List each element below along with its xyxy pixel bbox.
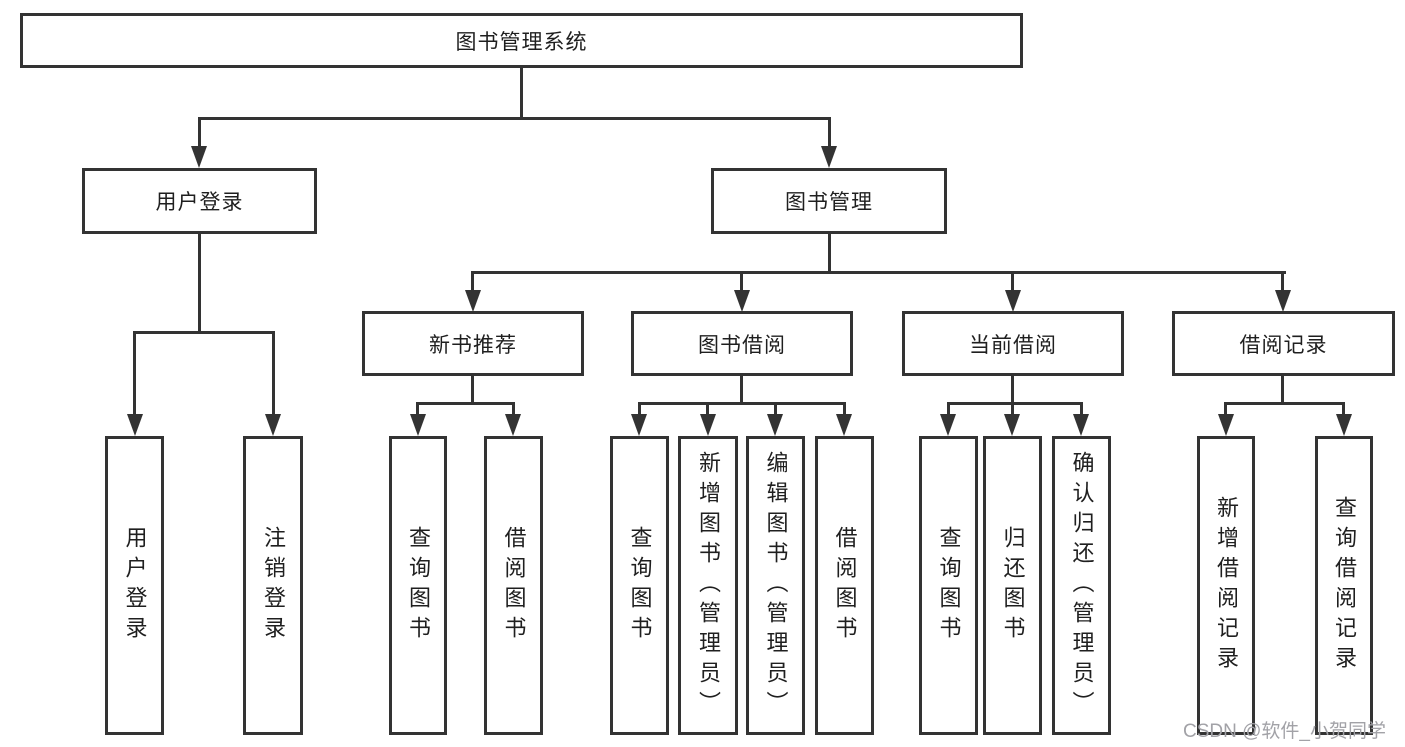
connector-bookborrow-drop-2 — [706, 402, 709, 416]
leaf-query-book-1: 查询图书 — [389, 436, 447, 735]
connector-bookborrow-drop-4 — [843, 402, 846, 416]
down-arrow-icon — [1004, 414, 1020, 436]
connector-borrowrecord-hline — [1225, 402, 1345, 405]
down-arrow-icon — [821, 146, 837, 168]
node-user-login: 用户登录 — [82, 168, 317, 234]
connector-bookborrow-hline — [638, 402, 846, 405]
connector-bookmgmt-hline — [472, 271, 1286, 274]
connector-bookmgmt-drop-2 — [740, 271, 743, 292]
connector-userlogin-stub — [198, 234, 201, 334]
down-arrow-icon — [836, 414, 852, 436]
connector-userlogin-drop-1 — [133, 331, 136, 417]
down-arrow-icon — [1005, 290, 1021, 312]
connector-bookborrow-drop-3 — [774, 402, 777, 416]
connector-root-stub — [520, 68, 523, 118]
connector-bookborrow-drop-1 — [638, 402, 641, 416]
leaf-query-book-2: 查询图书 — [610, 436, 669, 735]
leaf-confirm-return-admin: 确认归还（管理员） — [1052, 436, 1111, 735]
down-arrow-icon — [191, 146, 207, 168]
down-arrow-icon — [767, 414, 783, 436]
connector-bookmgmt-drop-4 — [1281, 271, 1284, 292]
connector-bookmgmt-drop-3 — [1011, 271, 1014, 292]
connector-currentborrow-drop-3 — [1080, 402, 1083, 416]
connector-bookborrow-stub — [740, 376, 743, 405]
connector-root-hline — [198, 117, 831, 120]
down-arrow-icon — [505, 414, 521, 436]
node-borrow-record: 借阅记录 — [1172, 311, 1395, 376]
connector-currentborrow-stub — [1011, 376, 1014, 405]
connector-borrowrecord-drop-1 — [1224, 402, 1227, 416]
leaf-edit-book-admin: 编辑图书（管理员） — [746, 436, 805, 735]
connector-userlogin-hline — [133, 331, 275, 334]
down-arrow-icon — [700, 414, 716, 436]
connector-bookmgmt-drop-1 — [471, 271, 474, 292]
down-arrow-icon — [1073, 414, 1089, 436]
down-arrow-icon — [1336, 414, 1352, 436]
leaf-query-borrow-record: 查询借阅记录 — [1315, 436, 1373, 735]
down-arrow-icon — [1218, 414, 1234, 436]
connector-currentborrow-drop-1 — [947, 402, 950, 416]
down-arrow-icon — [127, 414, 143, 436]
leaf-add-borrow-record: 新增借阅记录 — [1197, 436, 1255, 735]
connector-newbook-stub — [471, 376, 474, 405]
connector-borrowrecord-drop-2 — [1342, 402, 1345, 416]
leaf-logout: 注销登录 — [243, 436, 303, 735]
connector-newbook-drop-2 — [512, 402, 515, 416]
node-current-borrow: 当前借阅 — [902, 311, 1124, 376]
connector-currentborrow-drop-2 — [1011, 402, 1014, 416]
connector-bookmgmt-stub — [828, 234, 831, 274]
down-arrow-icon — [465, 290, 481, 312]
down-arrow-icon — [410, 414, 426, 436]
down-arrow-icon — [265, 414, 281, 436]
connector-newbook-drop-1 — [416, 402, 419, 416]
connector-root-drop-right — [828, 117, 831, 149]
node-book-borrow: 图书借阅 — [631, 311, 853, 376]
connector-userlogin-drop-2 — [272, 331, 275, 417]
leaf-add-book-admin: 新增图书（管理员） — [678, 436, 738, 735]
node-new-book-recommend: 新书推荐 — [362, 311, 584, 376]
connector-root-drop-left — [198, 117, 201, 149]
leaf-borrow-book-1: 借阅图书 — [484, 436, 543, 735]
node-root: 图书管理系统 — [20, 13, 1023, 68]
down-arrow-icon — [940, 414, 956, 436]
leaf-return-book: 归还图书 — [983, 436, 1042, 735]
node-book-mgmt: 图书管理 — [711, 168, 947, 234]
leaf-borrow-book-2: 借阅图书 — [815, 436, 874, 735]
leaf-query-book-3: 查询图书 — [919, 436, 978, 735]
down-arrow-icon — [1275, 290, 1291, 312]
connector-borrowrecord-stub — [1281, 376, 1284, 405]
connector-newbook-hline — [417, 402, 515, 405]
connector-currentborrow-hline — [947, 402, 1083, 405]
down-arrow-icon — [734, 290, 750, 312]
down-arrow-icon — [631, 414, 647, 436]
leaf-user-login: 用户登录 — [105, 436, 164, 735]
watermark: CSDN @软件_小贺同学 — [1183, 721, 1386, 742]
